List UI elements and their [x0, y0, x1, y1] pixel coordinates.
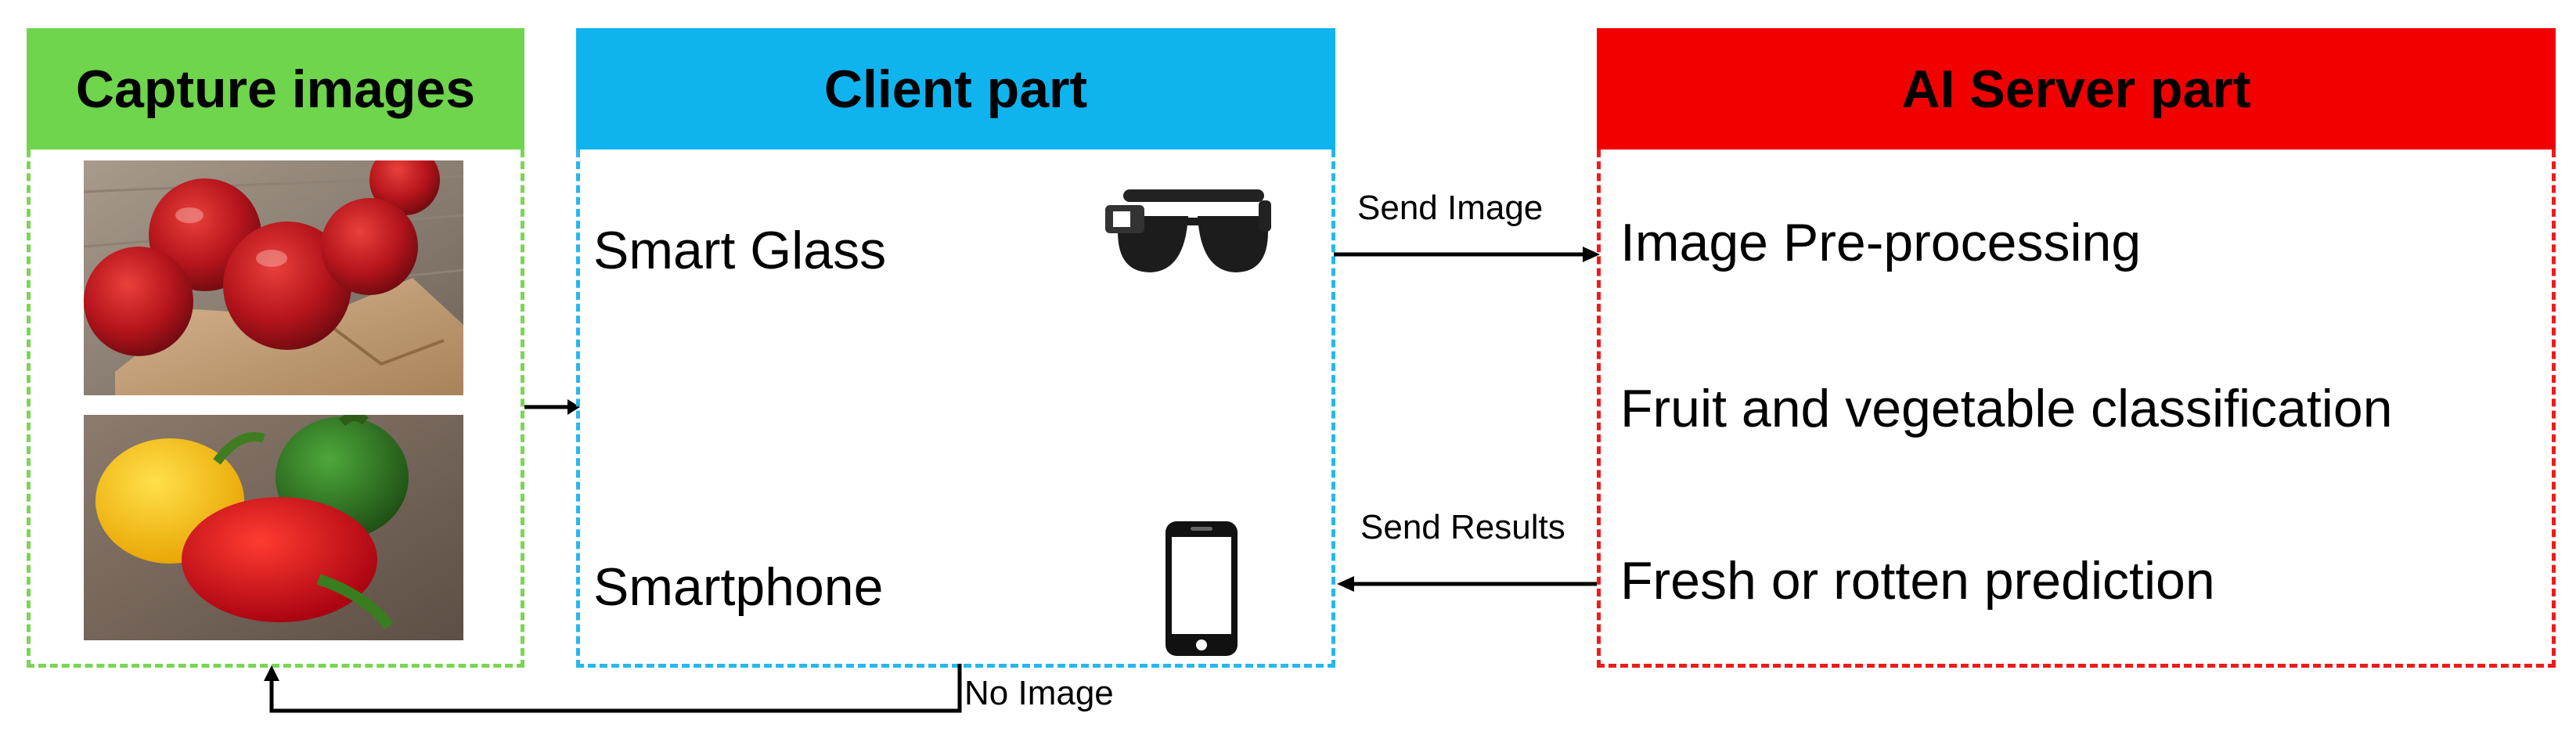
smartphone-icon [1166, 521, 1238, 656]
send-image-arrow [1334, 247, 1600, 262]
client-part-title: Client part [823, 59, 1088, 119]
client-part-header: Client part [576, 28, 1335, 150]
ai-server-part-title: AI Server part [1901, 59, 2251, 119]
smart-glass-label: Smart Glass [593, 221, 887, 280]
capture-images-header: Capture images [27, 28, 524, 150]
smartphone-label: Smartphone [593, 557, 884, 617]
ai-server-part-header: AI Server part [1597, 28, 2556, 150]
send-results-arrow [1337, 576, 1597, 592]
capture-images-title: Capture images [75, 59, 476, 119]
send-image-label: Send Image [1357, 189, 1544, 227]
send-results-label: Send Results [1360, 508, 1565, 546]
apples-photo [84, 160, 463, 395]
image-preprocessing-step: Image Pre-processing [1620, 213, 2142, 272]
no-image-arrow [264, 664, 962, 713]
peppers-photo [84, 415, 463, 640]
client-part-panel [576, 150, 1335, 668]
capture-to-client-arrow [524, 399, 580, 415]
freshness-prediction-step: Fresh or rotten prediction [1620, 551, 2215, 611]
no-image-label: No Image [964, 674, 1114, 712]
capture-images-panel [27, 150, 524, 668]
ai-server-part-panel [1597, 150, 2556, 668]
smart-glasses-icon [1105, 189, 1271, 272]
classification-step: Fruit and vegetable classification [1620, 379, 2393, 438]
